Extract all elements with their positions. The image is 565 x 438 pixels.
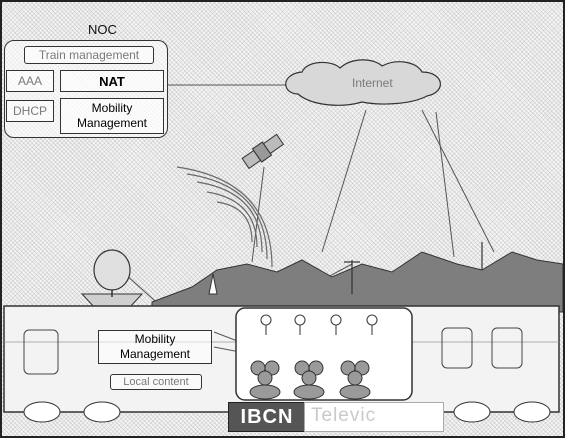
train-mobility-management-box: Mobility Management — [98, 330, 212, 364]
users-icon — [249, 360, 281, 400]
televic-logo: Televic — [304, 402, 444, 432]
link-internet-tower — [435, 111, 455, 258]
wifi-hotspot-icon — [260, 314, 272, 335]
satellite-dish-icon — [80, 249, 144, 308]
internet-label: Internet — [352, 76, 393, 90]
users-icon — [293, 360, 325, 400]
train-wheel — [453, 401, 491, 423]
wifi-hotspot-icon — [330, 314, 342, 335]
train-window — [23, 329, 59, 375]
train-management-box: Train management — [24, 46, 154, 64]
satellite-beam — [176, 166, 273, 268]
passenger-area — [235, 307, 413, 401]
televic-logo-text: Televic — [311, 405, 377, 426]
internet-cloud — [285, 59, 441, 106]
cell-tower-icon — [208, 273, 218, 295]
link-satellite-tower — [251, 166, 265, 263]
wifi-hotspot-icon — [366, 314, 378, 335]
local-content-box: Local content — [110, 374, 202, 390]
aaa-box: AAA — [6, 70, 54, 92]
antenna-icon — [344, 260, 360, 294]
users-icon — [339, 360, 371, 400]
noc-mobility-management-box: Mobility Management — [60, 98, 164, 134]
ibcn-logo-text: IBCN — [240, 405, 294, 428]
noc-title: NOC — [88, 22, 117, 37]
train-wheel — [513, 401, 551, 423]
train-window — [441, 327, 473, 369]
link-internet-antenna-left — [321, 109, 367, 253]
satellite-icon — [241, 133, 285, 170]
ibcn-logo: IBCN — [228, 402, 306, 432]
nat-box: NAT — [60, 70, 164, 92]
link-internet-antenna-right — [421, 109, 495, 253]
train-wheel — [83, 401, 121, 423]
train-wheel — [23, 401, 61, 423]
wifi-hotspot-icon — [294, 314, 306, 335]
mountains — [151, 251, 563, 313]
dhcp-box: DHCP — [6, 100, 54, 122]
train-window — [491, 327, 523, 369]
